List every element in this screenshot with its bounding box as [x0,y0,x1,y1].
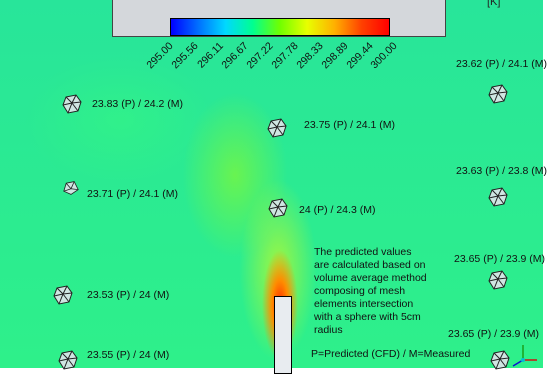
legend-tick: 298.33 [294,40,326,72]
note-line: radius [314,324,343,336]
note-line: composing of mesh [314,285,406,297]
sensor-sphere-icon [268,198,288,218]
sensor-sphere-icon [53,285,73,305]
method-note: The predicted values are calculated base… [314,246,464,337]
sensor-sphere-icon [63,181,79,195]
sensor-label: 23.53 (P) / 24 (M) [87,289,170,301]
sensor-label: 23.62 (P) / 24.1 (M) [456,58,547,70]
legend-tick: 295.00 [144,40,176,72]
legend-tick: 299.44 [344,40,376,72]
note-line: The predicted values [314,246,412,258]
legend-abbreviations: P=Predicted (CFD) / M=Measured [311,348,471,360]
note-line: elements intersection [314,298,414,310]
axis-triad-icon[interactable] [505,342,541,368]
legend-unit: [K] [487,0,501,8]
sensor-label: 24 (P) / 24.3 (M) [299,204,376,216]
sensor-sphere-icon [488,270,508,290]
sensor-label: 23.75 (P) / 24.1 (M) [304,119,396,131]
note-line: volume average method [314,272,427,284]
heat-source-inlet [274,296,292,374]
sensor-label: 23.63 (P) / 23.8 (M) [456,165,547,177]
sensor-label: 23.71 (P) / 24.1 (M) [87,188,179,200]
legend-colorbar [170,18,390,36]
legend-tick: 300.00 [368,40,400,72]
sensor-label: 23.55 (P) / 24 (M) [87,349,170,361]
sensor-sphere-icon [488,84,508,104]
legend-tick: 298.89 [319,40,351,72]
note-line: with a sphere with 5cm [314,311,421,323]
sensor-sphere-icon [267,118,287,138]
sensor-sphere-icon [58,350,78,370]
sensor-sphere-icon [62,94,82,114]
legend-tick: 297.22 [244,40,276,72]
sensor-label: 23.65 (P) / 23.9 (M) [454,253,546,265]
legend-tick: 297.78 [269,40,301,72]
legend-tick: 296.67 [219,40,251,72]
legend-tick: 296.11 [194,40,226,71]
legend-tick: 295.56 [169,40,201,72]
sensor-label: 23.83 (P) / 24.2 (M) [92,98,184,110]
sensor-sphere-icon [490,350,510,370]
sensor-label: 23.65 (P) / 23.9 (M) [448,328,540,340]
sensor-sphere-icon [488,187,508,207]
note-line: are calculated based on [314,259,426,271]
